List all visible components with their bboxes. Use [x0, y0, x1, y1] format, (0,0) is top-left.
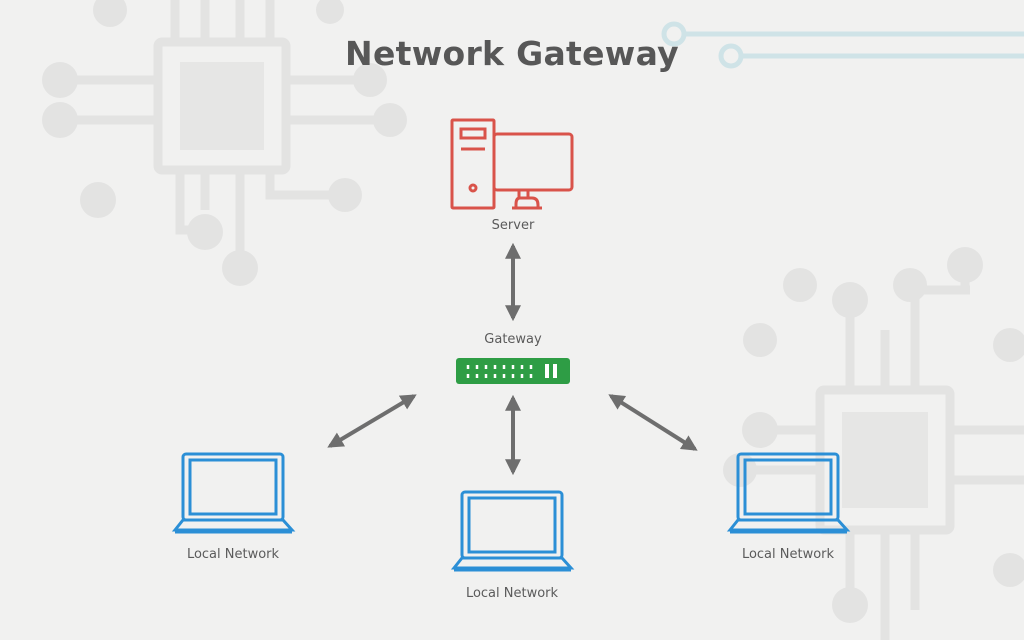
laptop-icon — [726, 452, 851, 534]
gateway-label: Gateway — [484, 332, 542, 347]
circuit-nodes-bottom-right — [723, 247, 1024, 623]
arrow-gateway-left — [327, 394, 417, 448]
server-label: Server — [491, 218, 535, 233]
laptop-icon — [450, 490, 575, 572]
local-network-center-label: Local Network — [465, 586, 559, 601]
laptop-icon — [171, 452, 296, 534]
accent-lines — [661, 21, 1024, 69]
connection-arrows — [327, 242, 698, 476]
circuit-nodes-top-left — [42, 0, 407, 286]
arrow-gateway-right — [608, 394, 698, 451]
local-network-left-label: Local Network — [186, 547, 280, 562]
local-network-right-label: Local Network — [741, 547, 835, 562]
diagram-title: Network Gateway — [345, 34, 679, 73]
network-switch-icon — [456, 358, 570, 384]
server-computer-icon — [450, 118, 574, 210]
